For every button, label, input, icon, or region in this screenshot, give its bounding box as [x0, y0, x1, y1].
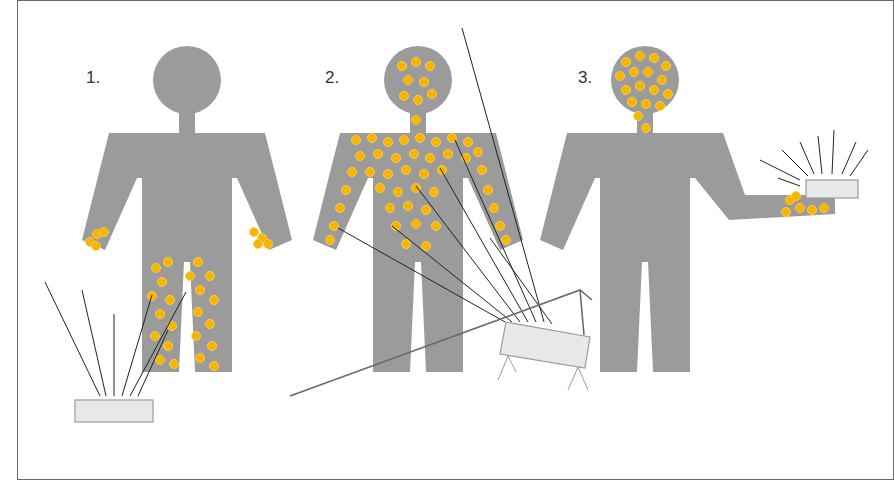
detector-device: [75, 400, 153, 422]
dots: [616, 52, 829, 217]
detector-device: [806, 180, 858, 198]
callout-number: 1.: [86, 68, 100, 88]
radiation-lines: [760, 130, 868, 186]
callout-number: 2.: [325, 68, 339, 88]
frame: [18, 1, 894, 480]
dots: [326, 58, 511, 251]
human-figure: [540, 46, 835, 372]
radiation-lines: [45, 282, 186, 396]
gantry: [290, 290, 592, 396]
radiation-lines: [338, 28, 552, 324]
callout-number: 3.: [578, 68, 592, 88]
device-legs: [498, 356, 588, 390]
scanner-device: [500, 322, 590, 368]
